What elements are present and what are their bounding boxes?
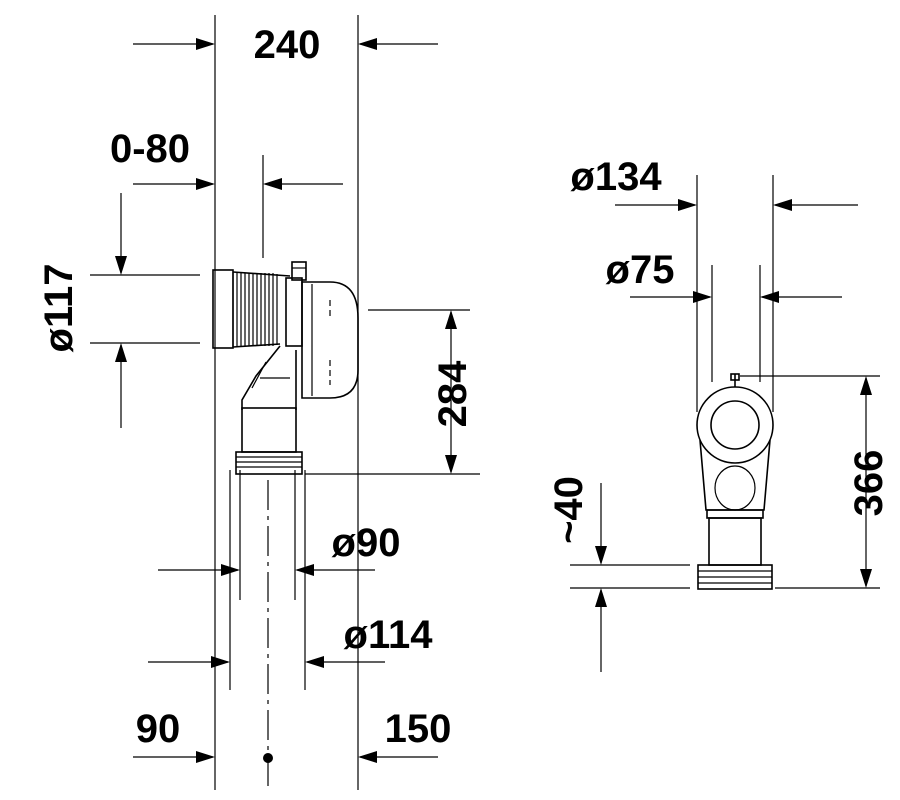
dim-dia-90: ø90 [332,521,401,565]
front-view [570,175,880,672]
dim-height-284: 284 [431,360,475,427]
dim-dia-134: ø134 [570,155,662,199]
dim-height-366: 366 [847,450,891,517]
side-view [90,15,480,790]
dim-approx-40: ~40 [547,476,591,544]
dim-width-240: 240 [254,23,321,67]
thread-ribs [232,272,278,347]
outlet-ribs [236,456,302,468]
front-outlet-ribs [698,570,772,584]
dim-dia-114: ø114 [344,613,434,657]
axis-point [263,753,273,763]
dim-axis-150: 150 [385,707,452,751]
dim-dia-117: ø117 [37,264,81,353]
dim-dia-75: ø75 [606,248,675,292]
dim-offset-0-80: 0-80 [110,127,190,171]
dim-axis-90: 90 [136,707,181,751]
